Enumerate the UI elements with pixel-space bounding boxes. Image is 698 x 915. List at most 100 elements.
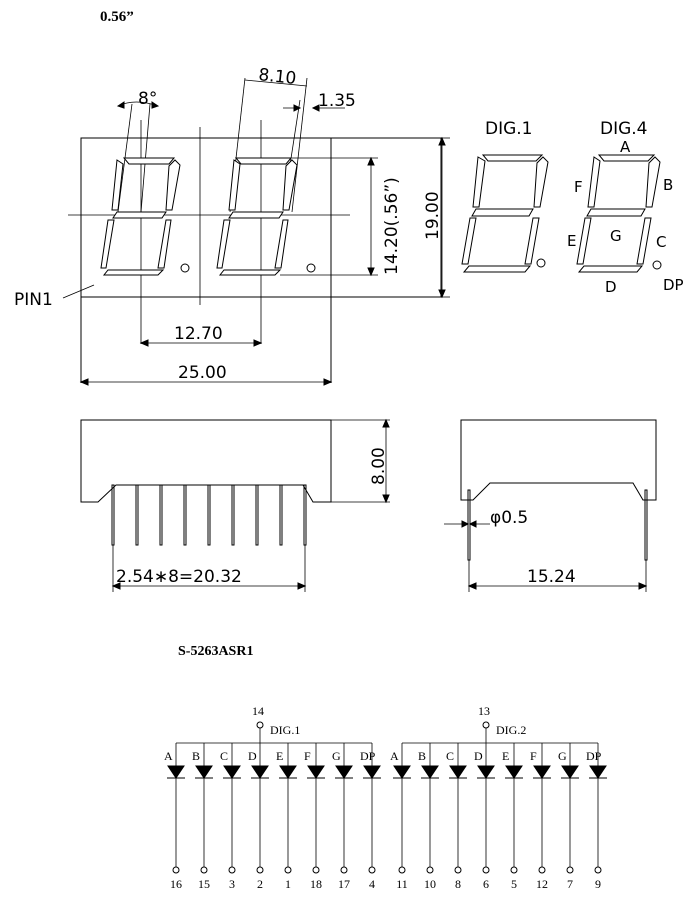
pin-number: 7 (567, 877, 573, 891)
offset-dimension: 1.35 (318, 91, 356, 111)
pin-dot (340, 866, 348, 874)
pin-number: 12 (536, 877, 548, 891)
segment-g-label: G (610, 227, 622, 245)
pin-schematic: 14DIG.113DIG.2A16B15C3D2E1F18G17DP4A11B1… (164, 704, 607, 891)
segment-c-label: C (656, 233, 666, 251)
pin-dot (538, 866, 546, 874)
diode-symbol (589, 765, 607, 779)
segment-dp-label: DP (663, 276, 684, 294)
end-view-body (460, 419, 657, 501)
segment-label: F (304, 749, 311, 763)
arrow (311, 104, 320, 112)
segment-label: E (502, 749, 509, 763)
pin-number: 15 (198, 877, 210, 891)
arrow (367, 156, 375, 166)
arrow (253, 339, 263, 347)
pin-dot (426, 866, 434, 874)
arrow (111, 582, 121, 590)
diode-symbol (307, 765, 325, 779)
part-number: S-5263ASR1 (178, 644, 253, 659)
pin-number: 2 (257, 877, 263, 891)
pin-diameter-dimension: φ0.5 (490, 508, 528, 528)
segment-label: D (474, 749, 483, 763)
pin-number: 16 (170, 877, 182, 891)
segment-label: F (530, 749, 537, 763)
digit-label: DIG.1 (270, 723, 300, 737)
digit-1-outline (100, 157, 190, 276)
pin-dot (566, 866, 574, 874)
digit-4-legend-outline (576, 154, 662, 273)
diode-symbol (223, 765, 241, 779)
pin-dot (172, 866, 180, 874)
arrow (467, 582, 477, 590)
segment-f-label: F (574, 178, 583, 196)
row-spacing-dimension: 15.24 (527, 567, 576, 587)
diode-symbol (477, 765, 495, 779)
arrow (139, 339, 149, 347)
diode-symbol (335, 765, 353, 779)
arrow (151, 101, 160, 109)
common-pin-number: 13 (478, 704, 490, 718)
diode-symbol (449, 765, 467, 779)
side-body (80, 419, 332, 503)
common-pin-dot-1 (256, 721, 264, 729)
pin-number: 10 (424, 877, 436, 891)
pin-number: 6 (483, 877, 489, 891)
segment-label: E (276, 749, 283, 763)
pin-dot (256, 866, 264, 874)
diode-symbol (167, 765, 185, 779)
pin1-leader (62, 284, 95, 299)
segment-label: DP (360, 749, 376, 763)
diode-symbol (195, 765, 213, 779)
diode-symbol (279, 765, 297, 779)
package-size-title: 0.56” (100, 9, 134, 25)
depth-dimension: 8.00 (369, 447, 389, 485)
segment-label: A (390, 749, 399, 763)
diode-symbol (363, 765, 381, 779)
arrow (638, 582, 648, 590)
pin-dot (368, 866, 376, 874)
diode-symbol (533, 765, 551, 779)
arrow (382, 418, 390, 428)
segment-label: C (220, 749, 228, 763)
diode-symbol (561, 765, 579, 779)
segment-b-label: B (663, 176, 673, 194)
diode-symbol (421, 765, 439, 779)
diode-symbol (505, 765, 523, 779)
segment-d-label: D (605, 278, 617, 296)
arrow (293, 104, 302, 112)
segment-label: G (558, 749, 567, 763)
dig4-label: DIG.4 (600, 119, 648, 139)
slant-line (291, 77, 308, 213)
pin-number: 11 (396, 877, 408, 891)
arrow (116, 101, 125, 109)
pins (111, 484, 307, 546)
dim-line (244, 79, 308, 87)
digit-height-dimension: 14.20(.56”) (382, 177, 402, 275)
angle-dimension: 8° (138, 89, 157, 109)
pin-number: 17 (338, 877, 350, 891)
pin-dot (482, 866, 490, 874)
segment-label: G (332, 749, 341, 763)
diode-symbol (251, 765, 269, 779)
height-dimension: 19.00 (423, 191, 443, 240)
segment-label: C (446, 749, 454, 763)
pin-dot (200, 866, 208, 874)
segment-label: DP (586, 749, 602, 763)
pin1-label: PIN1 (14, 290, 53, 310)
arrow (297, 582, 307, 590)
pin-number: 3 (229, 877, 235, 891)
pin-number: 18 (310, 877, 322, 891)
pin-dot (228, 866, 236, 874)
front-view: 8° 8.10 1.35 14.20(.56”) 19.00 12.70 (14, 65, 450, 386)
pin-dot (312, 866, 320, 874)
common-pin-dot-2 (482, 721, 490, 729)
segment-label: D (248, 749, 257, 763)
pin-number: 9 (595, 877, 601, 891)
dig1-label: DIG.1 (485, 119, 533, 139)
pin-dot (510, 866, 518, 874)
segment-label: B (192, 749, 200, 763)
digit-1-legend-outline (461, 154, 549, 273)
common-pin-number: 14 (252, 704, 264, 718)
